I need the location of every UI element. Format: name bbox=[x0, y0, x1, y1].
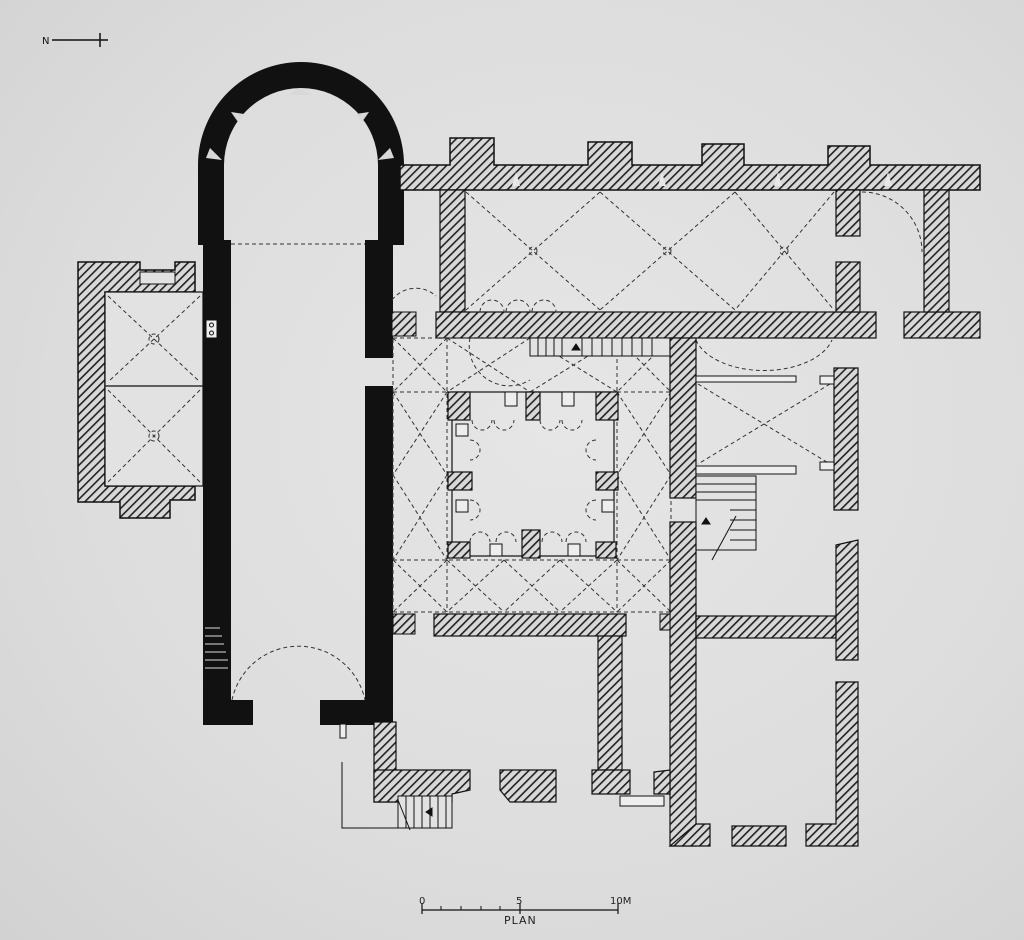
scale-tick-5: 5 bbox=[516, 896, 522, 907]
west-chapel bbox=[77, 261, 204, 519]
cloister-court bbox=[391, 311, 833, 635]
church-nave bbox=[198, 62, 404, 725]
north-arrow: N bbox=[42, 33, 108, 47]
scale-tick-0: 0 bbox=[419, 896, 425, 907]
south-rooms bbox=[339, 613, 671, 831]
north-label: N bbox=[42, 36, 49, 47]
scale-tick-10m: 10M bbox=[610, 896, 631, 907]
scale-bar: 0 5 10M PLAN bbox=[419, 896, 631, 927]
plan-title: PLAN bbox=[504, 914, 537, 927]
north-range bbox=[391, 137, 981, 339]
east-wing bbox=[659, 337, 859, 847]
